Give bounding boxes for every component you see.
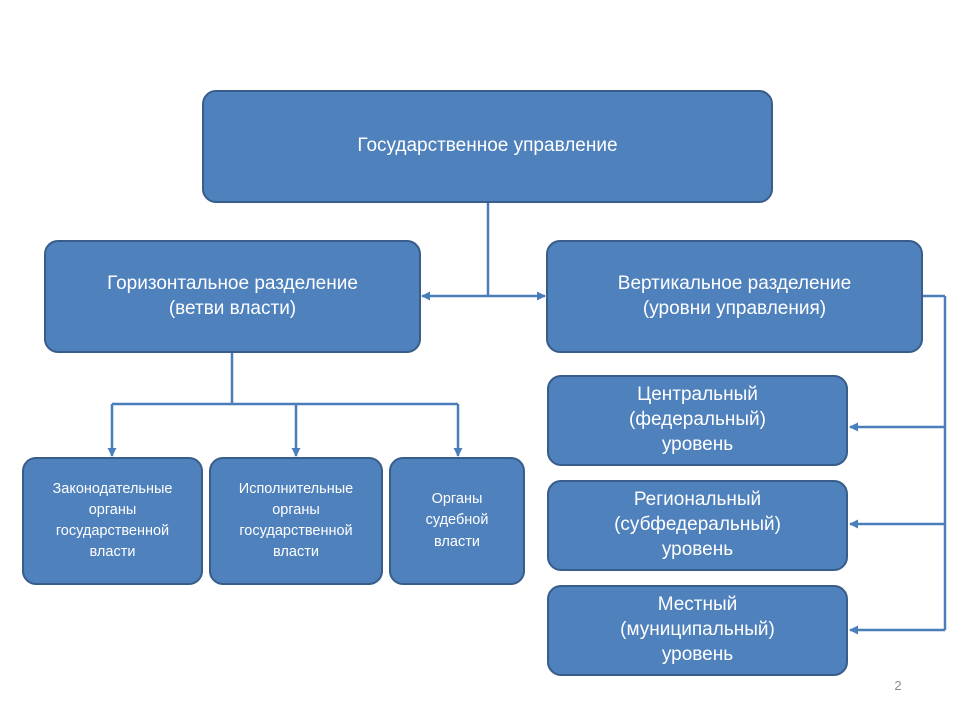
node-regional-level: Региональный (субфедеральный) уровень (547, 480, 848, 571)
root-node-state-administration: Государственное управление (202, 90, 773, 203)
node-legislative-bodies: Законодательные органы государственной в… (22, 457, 203, 585)
node-vertical-division: Вертикальное разделение (уровни управлен… (546, 240, 923, 353)
node-horizontal-division: Горизонтальное разделение (ветви власти) (44, 240, 421, 353)
node-central-level: Центральный (федеральный) уровень (547, 375, 848, 466)
page-number: 2 (894, 678, 902, 693)
node-local-level: Местный (муниципальный) уровень (547, 585, 848, 676)
node-executive-bodies: Исполнительные органы государственной вл… (209, 457, 383, 585)
node-judicial-bodies: Органы судебной власти (389, 457, 525, 585)
